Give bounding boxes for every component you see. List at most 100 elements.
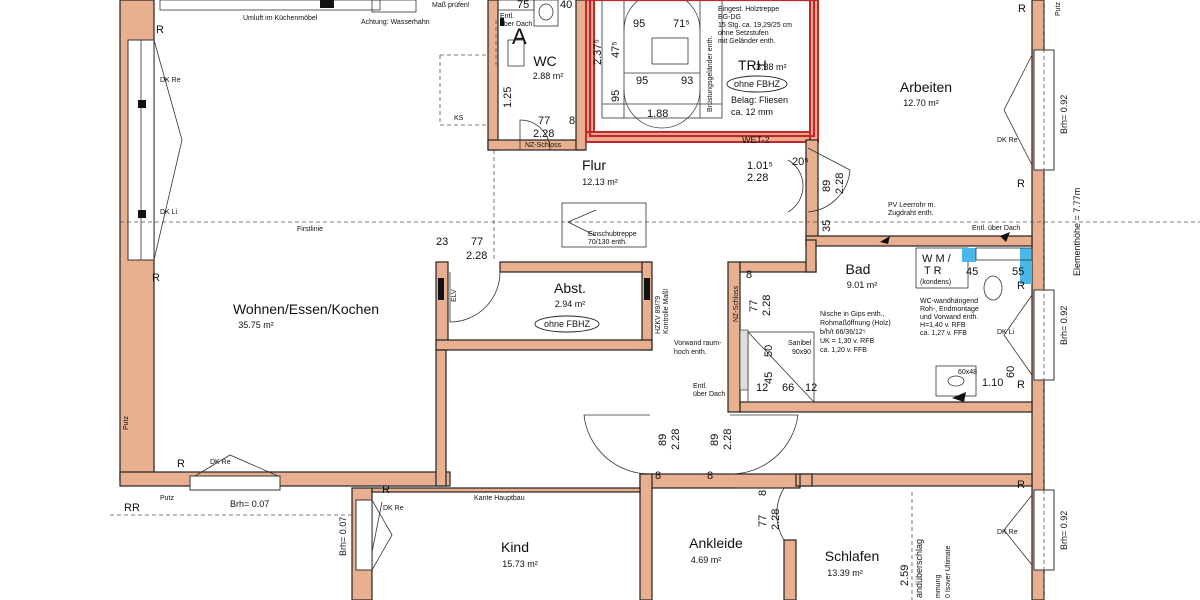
- room-kind-name: Kind: [501, 539, 529, 555]
- note-putz-bottom: Putz: [160, 495, 175, 502]
- note-pv-1: PV Leerrohr m.: [888, 202, 936, 209]
- wall-abst-bottom: [435, 339, 653, 351]
- kitchen-appliance: [320, 0, 334, 8]
- door-kind-corridor[interactable]: [583, 414, 651, 475]
- note-dach-2: mmung: [935, 575, 942, 598]
- wall-ankleide-left: [639, 473, 653, 600]
- kitchen-counter: [159, 0, 381, 11]
- dim: 2.37⁵: [592, 39, 604, 65]
- pipe-marker: [1020, 248, 1032, 284]
- window-label-dk-re-arbeiten: DK Re: [997, 137, 1018, 144]
- door-bad-corridor[interactable]: [729, 414, 799, 475]
- note-einschub-2: 70/130 enth.: [588, 239, 627, 246]
- dim: 55: [1012, 266, 1024, 278]
- dim: 20⁵: [792, 156, 809, 168]
- mark-r: R: [1018, 3, 1026, 15]
- window-schlafen[interactable]: [1033, 489, 1055, 571]
- meter-mark: [438, 278, 444, 300]
- dim: 8: [746, 269, 752, 281]
- note-elementhoehe: Elementhöhe = 7.77m: [1072, 188, 1082, 276]
- trh-red-outline: [588, 0, 816, 138]
- note-dach-3: 0 Isover Ultimate: [945, 545, 952, 598]
- room-wohnen-name: Wohnen/Essen/Kochen: [233, 301, 379, 317]
- dim: 45: [966, 266, 978, 278]
- dim: 40: [560, 0, 572, 11]
- abst-badge-shape: [534, 315, 600, 333]
- dim: 8: [707, 470, 713, 482]
- note-putz-left: Putz: [123, 415, 130, 430]
- dim: 12: [756, 382, 768, 394]
- note-pv-2: Zugdraht enth.: [888, 210, 934, 217]
- note-entl-bad-2: über Dach: [693, 391, 725, 398]
- note-nische-2: Rohmaßöffnung (Holz): [820, 320, 891, 327]
- wall-ankleide-right: [783, 539, 797, 600]
- wall-wohnen-bottom: [119, 471, 451, 487]
- door-ankleide[interactable]: [734, 487, 785, 541]
- note-tr: T R: [924, 265, 942, 277]
- door-abst-elv[interactable]: [449, 271, 501, 323]
- note-ks: KS: [454, 115, 464, 122]
- note-nische-5: ca. 1,20 v. FFB: [820, 347, 867, 354]
- dim: 8: [757, 490, 769, 496]
- window-label-brh-007-b: Brh= 0.07: [338, 517, 348, 556]
- wall-wc-left: [487, 0, 499, 151]
- room-flur-name: Flur: [582, 157, 606, 173]
- window-post: [138, 210, 146, 218]
- note-kante-hauptbau: Kante Hauptbau: [474, 495, 525, 502]
- mark-r: R: [1017, 280, 1025, 292]
- dim: 75: [517, 0, 529, 11]
- note-entl-bad-1: Entl.: [693, 383, 707, 390]
- window-wohnen-bottom[interactable]: [189, 475, 281, 491]
- note-nz-schloss: NZ-Schloss: [525, 142, 562, 149]
- annotations: Umluft im Küchenmöbel Achtung: Wasserhah…: [123, 1, 1082, 598]
- room-trh-area: 3.38 m²: [756, 62, 787, 72]
- note-nische-1: Nische in Gips enth.,: [820, 311, 885, 318]
- room-trh-badge: ohne FBHZ: [734, 79, 781, 89]
- note-nische-4: UK = 1,30 v. RFB: [820, 338, 874, 345]
- mark-r: R: [1017, 178, 1025, 190]
- note-hzkv: HZKV 89/79: [655, 296, 662, 334]
- door-wc[interactable]: [519, 119, 551, 151]
- rafter-marks: R R R R R R R R R A: [152, 3, 1026, 496]
- dim: 95: [636, 75, 648, 87]
- dim: 2.28: [761, 295, 773, 316]
- note-umluft: Umluft im Küchenmöbel: [243, 15, 318, 22]
- dim: 1.10: [982, 377, 1003, 389]
- window-arbeiten[interactable]: [1033, 49, 1055, 171]
- bad-toilet: [983, 275, 1003, 301]
- room-wohnen-area: 35.75 m²: [238, 320, 274, 330]
- dim: 35: [821, 220, 833, 232]
- room-flur-area: 12.13 m²: [582, 177, 618, 187]
- dim: 45: [763, 372, 775, 384]
- note-kontrolle: Kontrolle Maß!: [663, 288, 670, 334]
- window-label-dk-re-left: DK Re: [160, 77, 181, 84]
- bad-sink: [935, 365, 977, 397]
- mark-r: R: [1017, 379, 1025, 391]
- room-trh-floor2: ca. 12 mm: [731, 107, 773, 117]
- dim: 2.28: [466, 250, 487, 262]
- door-arbeiten[interactable]: [807, 147, 851, 213]
- note-bruestung: Brüstungsgeländer enth.: [707, 36, 714, 112]
- note-elv: ELV: [451, 289, 458, 302]
- window-label-brh-092-c: Brh= 0.92: [1059, 511, 1069, 550]
- room-kind-area: 15.73 m²: [502, 559, 538, 569]
- dim: 12: [805, 382, 817, 394]
- wall-schlafen-top: [795, 473, 1033, 487]
- note-rr: RR: [124, 502, 140, 514]
- mark-r: R: [156, 24, 164, 36]
- note-wc-4: H=1,40 v. RFB: [920, 322, 966, 329]
- window-kind-left[interactable]: [355, 499, 373, 571]
- pipe-marker: [962, 248, 976, 262]
- room-arbeiten-name: Arbeiten: [900, 79, 952, 95]
- room-arbeiten-area: 12.70 m²: [903, 98, 939, 108]
- door-flur-arc[interactable]: [787, 159, 804, 213]
- note-wc-5: ca. 1,27 v. FFB: [920, 330, 967, 337]
- window-swings: [153, 39, 1033, 571]
- window-label-dk-re-kind: DK Re: [383, 505, 404, 512]
- dim: 77: [748, 300, 760, 312]
- note-entl-dach-bad: Entl. über Dach: [972, 225, 1020, 232]
- stair: [601, 0, 723, 129]
- mark-r: R: [152, 272, 160, 284]
- wall-abst-right: [641, 261, 653, 351]
- note-sanibel-2: 90x90: [792, 349, 811, 356]
